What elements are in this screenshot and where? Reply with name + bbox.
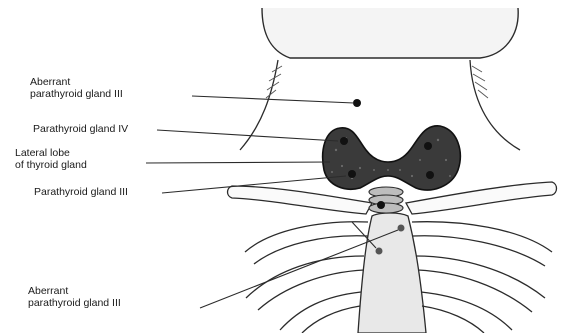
left-rib-1-inner: [254, 236, 368, 264]
sternum: [358, 213, 426, 333]
right-rib-3-inner: [422, 306, 484, 333]
neck-shading-right: [472, 66, 488, 98]
trachea: [369, 187, 403, 213]
leader-lateral-lobe: [146, 162, 330, 163]
parathyroid-gland-iv-left: [340, 137, 348, 145]
label-parathyroid-gland-iv: Parathyroid gland IV: [33, 123, 128, 135]
label-lateral-lobe: Lateral lobe of thyroid gland: [15, 147, 87, 171]
leader-parathyroid-iv: [157, 130, 338, 141]
chin-outline: [262, 8, 518, 58]
parathyroid-gland-iii-right: [426, 171, 434, 179]
left-rib-1: [245, 222, 368, 252]
left-rib-2: [246, 256, 364, 298]
left-clavicle: [228, 186, 373, 214]
label-line: Parathyroid gland IV: [33, 123, 128, 135]
label-line: Aberrant: [28, 285, 121, 297]
right-rib-1: [412, 222, 552, 252]
label-line: Lateral lobe: [15, 147, 87, 159]
leader-aberrant-top: [192, 96, 354, 103]
thyroid-gland: [323, 126, 461, 190]
label-line: Aberrant: [30, 76, 123, 88]
label-aberrant-parathyroid-bottom: Aberrant parathyroid gland III: [28, 285, 121, 309]
neck-right-outline: [470, 60, 520, 150]
label-line: parathyroid gland III: [30, 88, 123, 100]
label-line: parathyroid gland III: [28, 297, 121, 309]
right-rib-1-inner: [413, 236, 545, 266]
right-rib-2: [416, 256, 545, 298]
label-line: Parathyroid gland III: [34, 186, 128, 198]
aberrant-parathyroid-lower-2: [376, 248, 383, 255]
aberrant-parathyroid-lower-1: [398, 225, 405, 232]
right-rib-3: [421, 292, 512, 330]
left-rib-3-inner: [302, 306, 360, 333]
left-rib-3: [280, 292, 361, 330]
parathyroid-gland-iv-right: [424, 142, 432, 150]
parathyroid-gland-iii-lower: [377, 201, 385, 209]
label-parathyroid-gland-iii: Parathyroid gland III: [34, 186, 128, 198]
label-aberrant-parathyroid-top: Aberrant parathyroid gland III: [30, 76, 123, 100]
parathyroid-gland-iii-left: [348, 170, 356, 178]
aberrant-parathyroid-top: [353, 99, 361, 107]
left-rib-2-inner: [258, 270, 364, 310]
label-line: of thyroid gland: [15, 159, 87, 171]
